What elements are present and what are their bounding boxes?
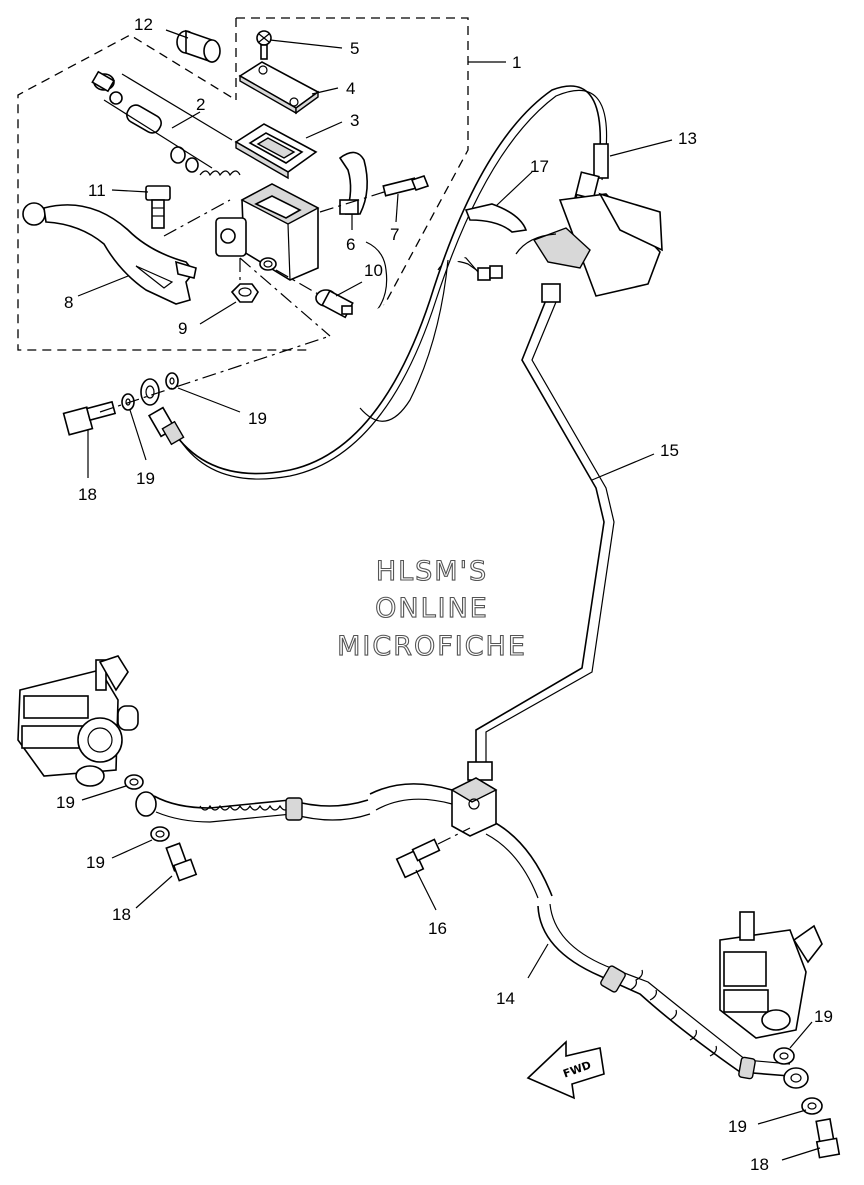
right-brake-caliper xyxy=(719,911,823,1039)
left-banjo-bolt xyxy=(165,842,198,882)
watermark-line-1: HLSM'S xyxy=(376,556,488,587)
right-banjo-bolt xyxy=(815,1118,841,1159)
callout-leaders xyxy=(77,29,821,1161)
upper-bolt-axis-2 xyxy=(239,257,331,337)
hose-joint-block xyxy=(450,777,498,837)
left-brake-caliper xyxy=(17,655,139,787)
callout-2: 2 xyxy=(196,95,205,114)
callout-14: 14 xyxy=(496,989,515,1008)
callout-15: 15 xyxy=(660,441,679,460)
callout-19-right-b: 19 xyxy=(728,1117,747,1136)
callout-3: 3 xyxy=(350,111,359,130)
right-crush-washers xyxy=(773,1047,823,1115)
callout-5: 5 xyxy=(350,39,359,58)
upper-crush-washers xyxy=(121,372,179,411)
callout-6: 6 xyxy=(346,235,355,254)
callout-7: 7 xyxy=(390,225,399,244)
callout-19-left-a: 19 xyxy=(56,793,75,812)
upper-hose-banjo xyxy=(140,378,185,446)
hose-clamp xyxy=(464,203,528,233)
joint-bolt xyxy=(395,827,471,879)
watermark-line-2: ONLINE xyxy=(375,593,489,624)
upper-banjo-bolt xyxy=(62,400,117,436)
master-cylinder-holder xyxy=(338,151,368,215)
lower-brake-hose xyxy=(135,783,791,1080)
forward-direction-arrow: FWD xyxy=(526,1040,605,1100)
callout-18-right: 18 xyxy=(750,1155,769,1174)
callout-4: 4 xyxy=(346,79,355,98)
callout-17: 17 xyxy=(530,157,549,176)
holder-bolt xyxy=(319,175,430,213)
callout-12: 12 xyxy=(134,15,153,34)
reservoir-cap xyxy=(238,61,320,115)
callout-1: 1 xyxy=(512,53,521,72)
lever-bolt xyxy=(145,185,231,237)
brake-switch xyxy=(275,269,354,319)
callout-8: 8 xyxy=(64,293,73,312)
upper-bolt-axis xyxy=(99,335,331,413)
piston-kit xyxy=(91,70,241,177)
callout-18-upper: 18 xyxy=(78,485,97,504)
watermark-line-3: MICROFICHE xyxy=(337,631,527,662)
master-cylinder-assembly-outline xyxy=(17,17,469,351)
frame-bracket xyxy=(515,192,663,297)
brake-lever xyxy=(22,202,197,305)
callout-13: 13 xyxy=(678,129,697,148)
boot xyxy=(176,29,221,63)
upper-brake-hose xyxy=(171,85,608,480)
callout-9: 9 xyxy=(178,319,187,338)
callout-10: 10 xyxy=(364,261,383,280)
cap-screw xyxy=(256,30,272,60)
callout-19-left-b: 19 xyxy=(86,853,105,872)
callout-19-upper-b: 19 xyxy=(136,469,155,488)
callout-19-right-a: 19 xyxy=(814,1007,833,1026)
lever-nut xyxy=(230,258,259,303)
callout-16: 16 xyxy=(428,919,447,938)
right-hose-banjo xyxy=(783,1067,809,1089)
callout-11: 11 xyxy=(88,181,106,200)
callout-19-upper-a: 19 xyxy=(248,409,267,428)
brake-pipe xyxy=(467,283,615,781)
diaphragm xyxy=(234,123,318,180)
callout-numbers: 1 2 3 4 5 6 7 8 9 10 11 12 13 14 15 16 1… xyxy=(56,15,833,1174)
left-crush-washers xyxy=(124,774,170,842)
callout-18-left: 18 xyxy=(112,905,131,924)
master-cylinder-body xyxy=(215,183,320,281)
watermark: HLSM'S ONLINE MICROFICHE xyxy=(337,555,527,662)
